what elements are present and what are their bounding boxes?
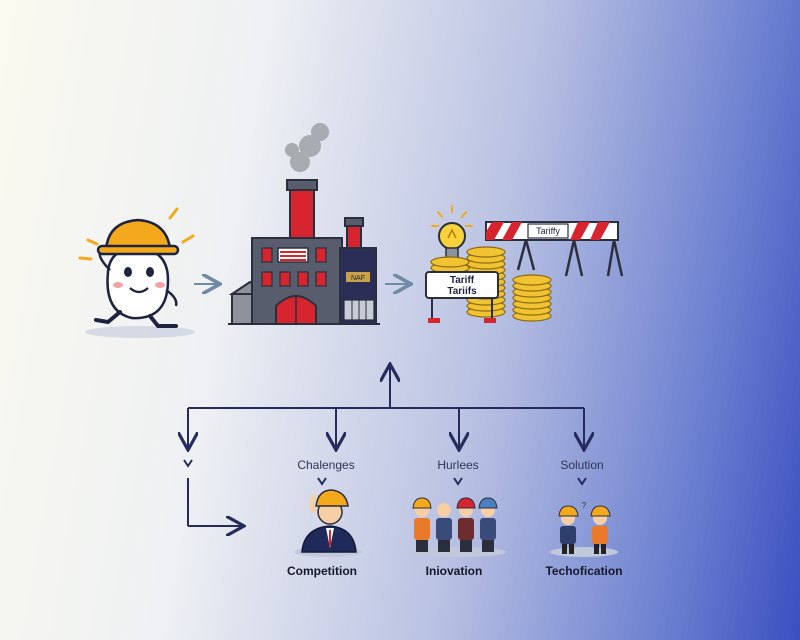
branch-connectors <box>184 366 586 526</box>
branch-label-challenges: Chalenges <box>297 458 355 472</box>
tariff-board: Tariff Tariifs <box>425 271 499 323</box>
barrier-sign: Tariffy <box>536 226 560 236</box>
tariff-board-line2: Tariifs <box>447 286 477 297</box>
lightbulb-icon <box>431 205 473 259</box>
svg-text:?: ? <box>582 501 587 510</box>
worker-icon <box>294 489 362 557</box>
caption-competition: Competition <box>287 564 357 578</box>
caption-technofication: Techofication <box>545 564 623 578</box>
team-icon <box>410 497 506 557</box>
team-icon: ? <box>550 501 618 557</box>
factory-sign: NAF <box>351 275 365 282</box>
coin <box>430 256 470 268</box>
coin <box>466 246 506 258</box>
tariff-board-line1: Tariff <box>450 275 475 286</box>
caption-innovation: Iniovation <box>425 564 483 578</box>
coin <box>512 274 552 286</box>
branch-label-solution: Solution <box>560 458 604 472</box>
factory-icon: NAF <box>228 123 380 325</box>
smiling-mascot-icon <box>78 207 195 338</box>
branch-label-hurdles: Hurlees <box>437 458 479 472</box>
barrier-icon: Tariffy <box>485 221 624 277</box>
